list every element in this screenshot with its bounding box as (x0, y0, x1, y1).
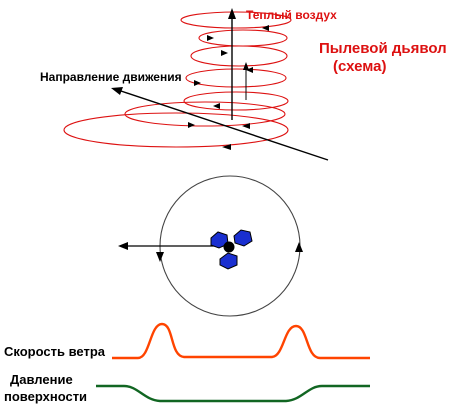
rotation-arrow-right (295, 242, 303, 252)
helix-arrow-9 (262, 25, 269, 31)
helix-arrow-4 (213, 103, 220, 109)
wind-speed-profile (112, 322, 370, 360)
helix-ring-6 (198, 29, 288, 47)
helix-ring-7 (180, 11, 292, 29)
warm-air-label: Теплый воздух (246, 8, 337, 22)
helix-arrow-8 (207, 35, 214, 41)
surface-pressure-label-line2: поверхности (4, 389, 88, 404)
vortex-helix (63, 11, 292, 148)
wind-speed-label: Скорость ветра (4, 344, 105, 359)
top-view (118, 175, 303, 317)
helix-arrow-2 (242, 123, 250, 129)
pressure-profile (96, 384, 370, 403)
direction-label: Направление движения (40, 70, 182, 84)
helix-ring-1 (63, 112, 289, 148)
helix-arrow-5 (194, 80, 201, 86)
helix-arrow-1 (222, 144, 231, 150)
particle-2 (233, 229, 253, 247)
helix-flow-arrows (188, 25, 269, 150)
particle-3 (219, 252, 238, 270)
pressure-curve (96, 384, 370, 403)
helix-arrow-6 (246, 67, 253, 73)
helix-ring-4 (185, 68, 287, 88)
helix-arrow-7 (221, 50, 228, 56)
surface-pressure-label-line1: Давление (10, 372, 73, 387)
particle-core (223, 241, 235, 253)
rotation-arrow-left (156, 252, 164, 262)
helix-ring-5 (190, 45, 288, 67)
helix-arrow-3 (188, 122, 195, 128)
dust-particles (210, 229, 253, 270)
diagram-subtitle: (схема) (333, 58, 387, 75)
wind-speed-curve (112, 322, 370, 360)
helix-ring-3 (183, 91, 289, 111)
helix-ring-2 (124, 101, 286, 127)
diagram-title: Пылевой дьявол (319, 40, 447, 57)
updraft-axis (228, 8, 249, 120)
outflow-arrowhead (118, 242, 128, 250)
direction-arrow (111, 87, 329, 161)
